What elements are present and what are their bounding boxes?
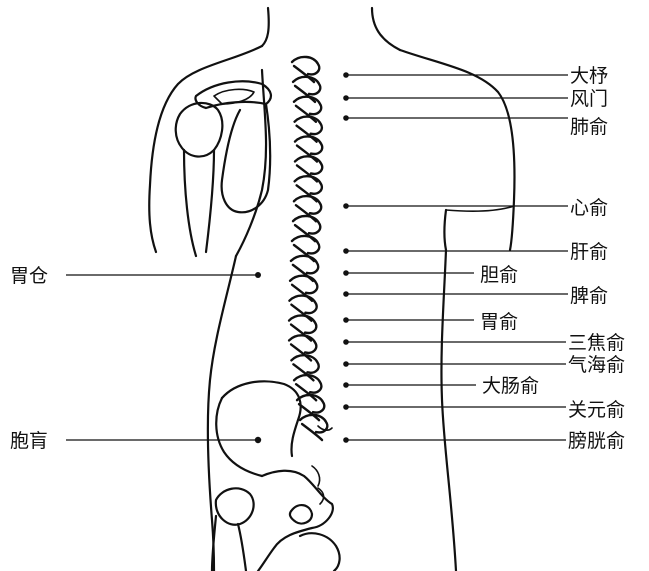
label-pangguangshu: 膀胱俞	[568, 430, 625, 452]
label-baohuang: 胞肓	[10, 430, 48, 452]
label-dachangshu: 大肠俞	[482, 375, 539, 397]
pelvis	[212, 381, 340, 571]
point-guanyuanshu	[343, 404, 349, 410]
point-pangguangshu	[343, 437, 349, 443]
obturator	[290, 505, 312, 524]
point-feishu	[343, 115, 349, 121]
point-weishu	[343, 317, 349, 323]
point-dazhu	[343, 72, 349, 78]
label-fengmen: 风门	[570, 88, 608, 110]
label-guanyuanshu: 关元俞	[568, 399, 625, 421]
right-trunk-line	[441, 250, 456, 571]
label-sanjiaoshu: 三焦俞	[568, 332, 625, 354]
leaders-left	[66, 272, 261, 443]
label-weicang: 胃仓	[10, 265, 48, 287]
point-qihaishu	[343, 361, 349, 367]
ilium-outer	[216, 398, 262, 476]
scapula	[176, 81, 271, 256]
point-danshu	[343, 270, 349, 276]
label-danshu: 胆俞	[480, 264, 518, 286]
label-weishu: 胃俞	[480, 311, 518, 333]
label-ganshu: 肝俞	[570, 241, 608, 263]
body-outline	[149, 8, 514, 571]
point-baohuang	[255, 437, 261, 443]
ischium	[300, 533, 340, 571]
neck-right-line	[372, 8, 400, 50]
label-xinshu: 心俞	[570, 197, 608, 219]
point-ganshu	[343, 248, 349, 254]
label-dazhu: 大杼	[570, 65, 608, 87]
label-qihaishu: 气海俞	[568, 354, 625, 376]
point-pishu	[343, 291, 349, 297]
femoral-head	[216, 488, 254, 524]
right-arm-inner-line	[445, 210, 447, 250]
label-pishu: 脾俞	[570, 285, 608, 307]
right-arm-fold	[446, 206, 514, 211]
spine	[289, 57, 327, 440]
coccyx-tip	[318, 426, 332, 430]
humerus-shaft	[184, 150, 214, 256]
neck-left-line	[262, 8, 269, 46]
left-shoulder-line	[149, 46, 262, 252]
scapula-body	[222, 104, 271, 212]
left-arm-inner-line	[236, 70, 266, 256]
iliac-crest	[222, 381, 301, 456]
point-weicang	[255, 272, 261, 278]
label-feishu: 肺俞	[570, 116, 608, 138]
right-shoulder-line	[400, 50, 514, 250]
point-fengmen	[343, 95, 349, 101]
point-sanjiaoshu	[343, 339, 349, 345]
labels: 大杼 风门 肺俞 心俞 肝俞 胆俞 脾俞 胃俞 三焦俞 气海俞 大肠俞 关元俞 …	[10, 65, 625, 452]
humeral-head	[176, 103, 223, 157]
vertebra	[300, 415, 327, 440]
point-dachangshu	[343, 382, 349, 388]
point-xinshu	[343, 203, 349, 209]
